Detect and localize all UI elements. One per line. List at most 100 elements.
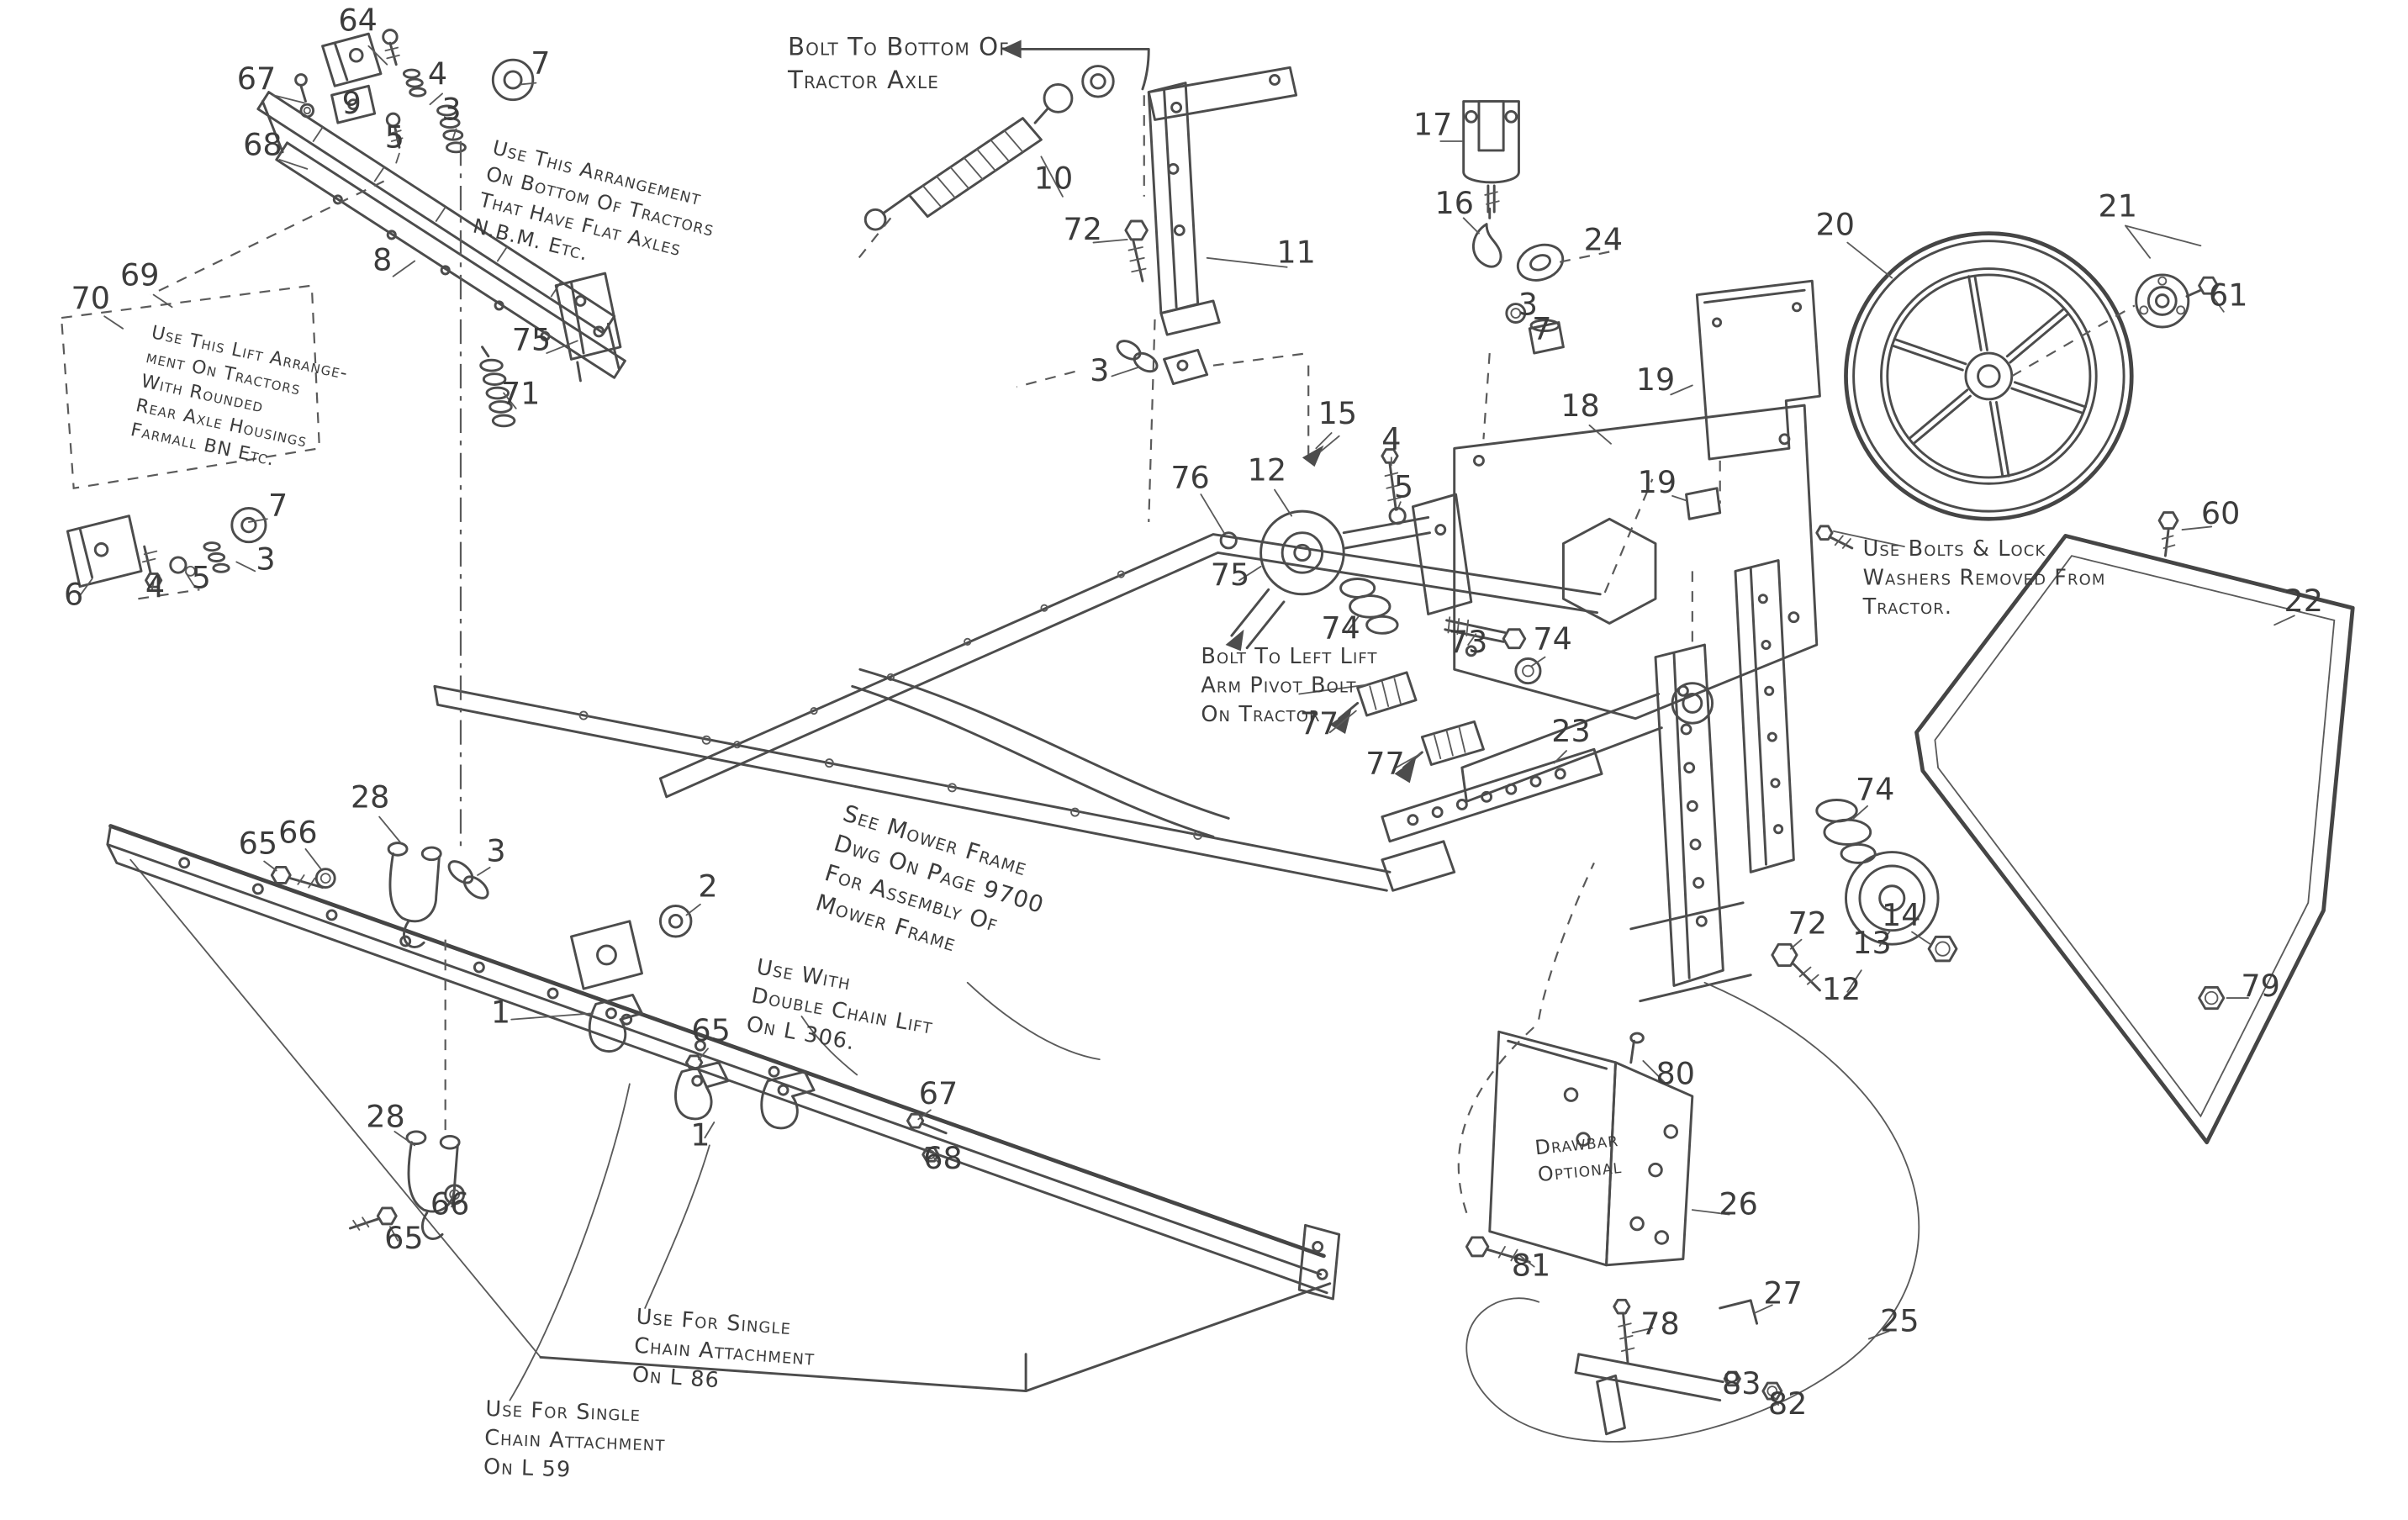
lift-bracket-assembly bbox=[256, 29, 626, 428]
part-number-4: 4 bbox=[145, 568, 165, 604]
part-number-80: 80 bbox=[1656, 1055, 1695, 1091]
part-number-5: 5 bbox=[1394, 469, 1413, 505]
part-number-4: 4 bbox=[1381, 421, 1401, 457]
part-number-1: 1 bbox=[690, 1116, 710, 1153]
hook-plates bbox=[588, 993, 816, 1130]
part-number-11: 11 bbox=[1276, 234, 1315, 270]
part-number-10: 10 bbox=[1034, 161, 1073, 197]
part-number-20: 20 bbox=[1815, 206, 1854, 242]
shield-panel-19 bbox=[1685, 279, 1821, 520]
part-number-3: 3 bbox=[1090, 352, 1109, 388]
part-number-77: 77 bbox=[1300, 705, 1339, 742]
part-number-67: 67 bbox=[919, 1075, 958, 1111]
part-number-61: 61 bbox=[2209, 277, 2247, 313]
side-panel-22 bbox=[1914, 511, 2355, 1145]
part-number-75: 75 bbox=[1211, 557, 1249, 593]
part-number-28: 28 bbox=[351, 779, 389, 815]
part-number-7: 7 bbox=[531, 45, 550, 82]
part-number-78: 78 bbox=[1640, 1306, 1679, 1342]
part-number-69: 69 bbox=[120, 257, 159, 293]
part-number-73: 73 bbox=[1449, 624, 1487, 660]
part-number-74: 74 bbox=[1533, 621, 1571, 657]
part-number-19: 19 bbox=[1636, 362, 1675, 398]
part-number-8: 8 bbox=[372, 241, 392, 277]
part-number-7: 7 bbox=[1532, 311, 1551, 347]
wheel-hub bbox=[2125, 224, 2219, 329]
part-number-3: 3 bbox=[256, 541, 275, 578]
part-number-7: 7 bbox=[268, 488, 288, 524]
part-number-26: 26 bbox=[1719, 1186, 1757, 1222]
mower-frame bbox=[129, 533, 1603, 1393]
part-number-68: 68 bbox=[243, 126, 282, 162]
annotation-single-chain-59: Use For SingleChain AttachmentOn L 59 bbox=[483, 1396, 668, 1486]
drawbar-assembly bbox=[1465, 981, 1920, 1443]
part-number-81: 81 bbox=[1512, 1248, 1550, 1284]
part-number-16: 16 bbox=[1434, 185, 1473, 221]
part-number-27: 27 bbox=[1763, 1275, 1802, 1311]
part-number-70: 70 bbox=[71, 280, 110, 316]
part-number-65: 65 bbox=[691, 1012, 730, 1048]
part-number-3: 3 bbox=[1518, 286, 1538, 322]
left-option-detail bbox=[60, 284, 321, 600]
support-bracket-11 bbox=[1116, 66, 1298, 386]
part-number-12: 12 bbox=[1822, 971, 1861, 1007]
roller-parts bbox=[1338, 671, 1485, 769]
part-number-19: 19 bbox=[1638, 464, 1677, 500]
part-number-24: 24 bbox=[1584, 222, 1623, 258]
spring-damper-assembly bbox=[863, 65, 1149, 282]
part-number-17: 17 bbox=[1413, 107, 1452, 143]
construction-lines bbox=[150, 95, 2136, 1214]
part-number-28: 28 bbox=[366, 1098, 404, 1134]
part-number-5: 5 bbox=[385, 119, 404, 155]
annotation-drawbar-optional: DrawbarOptional bbox=[1534, 1127, 1623, 1186]
part-number-82: 82 bbox=[1768, 1385, 1807, 1422]
annotation-use-double-chain: Use WithDouble Chain LiftOn L 306. bbox=[744, 954, 940, 1068]
part-number-72: 72 bbox=[1788, 905, 1827, 941]
part-number-77: 77 bbox=[1365, 745, 1404, 781]
part-number-13: 13 bbox=[1852, 925, 1891, 961]
part-number-67: 67 bbox=[237, 61, 276, 97]
part-number-66: 66 bbox=[430, 1186, 469, 1222]
part-number-1: 1 bbox=[491, 994, 510, 1030]
part-number-23: 23 bbox=[1551, 713, 1590, 749]
part-number-74: 74 bbox=[1856, 771, 1894, 807]
front-bar bbox=[106, 824, 1341, 1301]
part-number-72: 72 bbox=[1063, 211, 1101, 247]
part-number-66: 66 bbox=[278, 815, 317, 851]
part-number-14: 14 bbox=[1882, 897, 1920, 933]
part-number-79: 79 bbox=[2241, 968, 2279, 1004]
part-number-12: 12 bbox=[1248, 452, 1286, 488]
part-number-3: 3 bbox=[486, 833, 505, 869]
part-number-3: 3 bbox=[441, 91, 461, 127]
part-number-71: 71 bbox=[501, 375, 540, 411]
part-number-22: 22 bbox=[2284, 583, 2323, 619]
part-number-5: 5 bbox=[192, 559, 211, 595]
annotation-see-mower-frame: See Mower FrameDwg On Page 9700For Assem… bbox=[812, 800, 1056, 979]
part-number-68: 68 bbox=[923, 1140, 962, 1176]
part-number-60: 60 bbox=[2201, 495, 2240, 531]
part-number-18: 18 bbox=[1560, 388, 1599, 424]
part-number-64: 64 bbox=[338, 3, 377, 39]
part-number-65: 65 bbox=[239, 825, 277, 861]
center-pulley-assembly bbox=[1219, 448, 1542, 685]
upright-channel bbox=[1460, 525, 1854, 1003]
part-number-25: 25 bbox=[1880, 1302, 1919, 1338]
clevis-hook-assembly bbox=[1462, 100, 1565, 355]
part-number-2: 2 bbox=[698, 868, 717, 905]
part-number-75: 75 bbox=[512, 321, 551, 357]
part-number-65: 65 bbox=[384, 1220, 423, 1256]
leader-lines bbox=[79, 45, 2295, 1406]
part-number-74: 74 bbox=[1321, 610, 1360, 647]
annotation-single-chain-86: Use For SingleChain AttachmentOn L 86 bbox=[631, 1304, 818, 1400]
part-number-15: 15 bbox=[1318, 395, 1357, 431]
right-pulley-assembly bbox=[1771, 799, 1958, 992]
part-number-21: 21 bbox=[2099, 188, 2137, 224]
part-number-9: 9 bbox=[342, 85, 362, 121]
part-number-4: 4 bbox=[428, 55, 447, 92]
